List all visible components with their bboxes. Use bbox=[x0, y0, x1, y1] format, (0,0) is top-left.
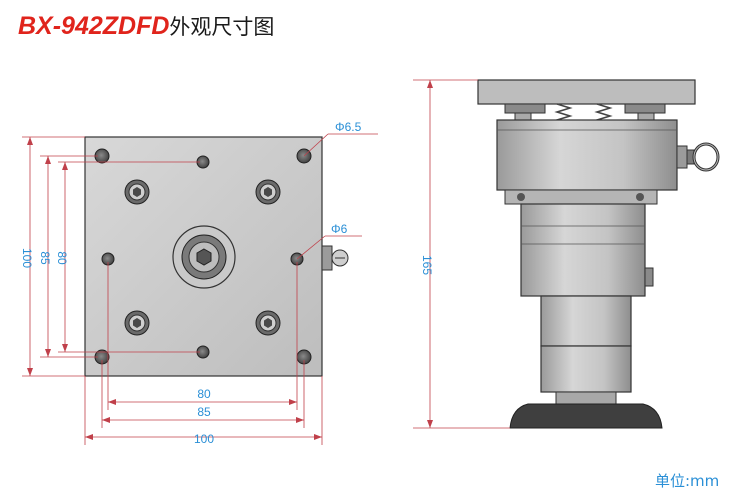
dim-width-outer: 100 bbox=[194, 432, 214, 446]
upper-housing bbox=[496, 119, 678, 191]
top-plate bbox=[477, 79, 696, 105]
title-suffix: 外观尺寸图 bbox=[169, 15, 275, 39]
dim-side-height: 165 bbox=[420, 255, 434, 275]
dimension-lines bbox=[22, 133, 378, 445]
body-cylinder bbox=[520, 203, 646, 297]
foot-pad bbox=[509, 403, 663, 429]
dim-height-outer: 100 bbox=[20, 248, 34, 268]
dim-width-inner: 80 bbox=[197, 387, 211, 401]
height-dim-lines bbox=[413, 79, 510, 429]
side-view: 165 bbox=[413, 79, 720, 429]
dim-height-mid: 85 bbox=[38, 251, 52, 265]
socket-screw bbox=[124, 310, 150, 336]
model-number: BX-942ZDFD bbox=[18, 12, 170, 40]
top-view: 100 85 80 80 85 100 Φ6.5 Φ6 bbox=[20, 120, 378, 446]
lock-knob bbox=[676, 142, 720, 172]
mid-holes bbox=[101, 155, 304, 359]
lower-stem bbox=[540, 345, 632, 393]
hole-large-label: Φ6.5 bbox=[335, 120, 362, 134]
hole-small-label: Φ6 bbox=[331, 222, 348, 236]
drawing-title: BX-942ZDFD外观尺寸图 bbox=[18, 8, 274, 44]
socket-screw bbox=[124, 179, 150, 205]
center-boss bbox=[172, 225, 236, 289]
socket-screw bbox=[255, 310, 281, 336]
dim-height-inner: 80 bbox=[55, 251, 69, 265]
dim-width-mid: 85 bbox=[197, 405, 211, 419]
side-knob bbox=[321, 245, 349, 271]
arrow-heads bbox=[27, 137, 322, 440]
unit-label: 单位:mm bbox=[655, 472, 720, 490]
socket-screws bbox=[124, 179, 281, 336]
socket-screw bbox=[255, 179, 281, 205]
lower-flange bbox=[504, 189, 658, 205]
stem bbox=[540, 295, 632, 347]
height-dim-arrows bbox=[427, 80, 433, 428]
